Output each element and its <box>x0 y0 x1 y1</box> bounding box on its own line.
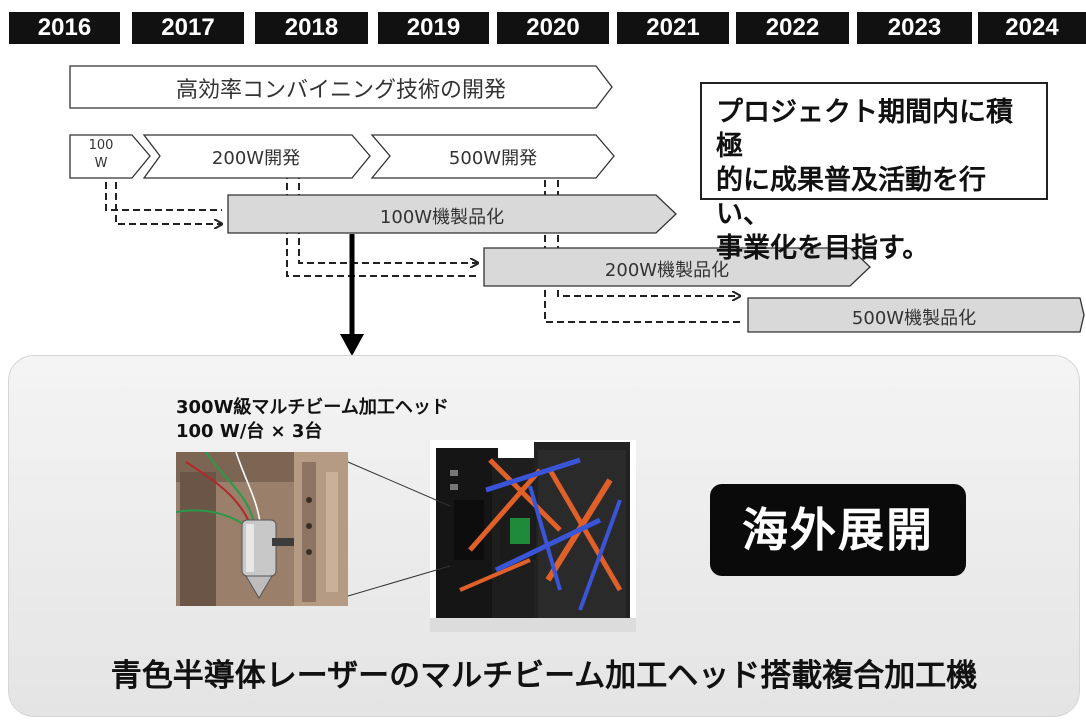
year-2019: 2019 <box>378 12 489 44</box>
combining-dev-arrow <box>69 65 613 109</box>
dashed-arrow-icon <box>115 182 222 224</box>
dev-500w-arrow <box>370 134 615 179</box>
head-spec-line2: 100 W/台 × 3台 <box>176 421 323 442</box>
dev-100w-label: 100 W <box>72 137 130 173</box>
year-2024: 2024 <box>978 12 1086 44</box>
dashed-arrow-icon <box>298 172 478 263</box>
year-2022: 2022 <box>736 12 849 44</box>
dev-200w-label: 200W開発 <box>211 148 301 169</box>
goal-line-3: 事業化を目指す。 <box>716 233 930 264</box>
dev-200w-arrow <box>142 134 371 179</box>
combining-dev-label: 高効率コンバイニング技術の開発 <box>175 78 506 103</box>
head-spec-line1: 300W級マルチビーム加工ヘッド <box>176 397 449 418</box>
head-spec: 300W級マルチビーム加工ヘッド 100 W/台 × 3台 <box>176 396 449 444</box>
year-2016: 2016 <box>9 12 120 44</box>
dev-100w-label-line1: 100 <box>88 138 114 153</box>
year-2020: 2020 <box>497 12 609 44</box>
dev-100w-arrow <box>69 134 151 179</box>
year-2017: 2017 <box>132 12 244 44</box>
processing-machine-photo <box>430 440 636 632</box>
goal-box: プロジェクト期間内に積極 的に成果普及活動を行い、 事業化を目指す。 <box>700 82 1048 264</box>
prod-500w-arrow <box>747 297 1085 333</box>
dev-500w-label: 500W開発 <box>448 148 538 169</box>
year-2021: 2021 <box>617 12 729 44</box>
year-2018: 2018 <box>255 12 368 44</box>
prod-100w-arrow <box>227 194 677 234</box>
goal-line-2: 的に成果普及活動を行い、 <box>716 165 986 230</box>
prod-500w-label: 500W機製品化 <box>851 308 977 329</box>
overseas-expansion-badge: 海外展開 <box>710 484 966 576</box>
processing-head-photo <box>176 452 348 606</box>
goal-line-1: プロジェクト期間内に積極 <box>716 97 1013 162</box>
prod-200w-arrow <box>483 247 871 287</box>
year-2023: 2023 <box>857 12 972 44</box>
down-arrow-icon <box>340 334 364 356</box>
prod-200w-label: 200W機製品化 <box>604 260 730 281</box>
prod-100w-label: 100W機製品化 <box>379 207 505 228</box>
dev-100w-label-line2: W <box>94 156 108 171</box>
dashed-arrow-icon <box>105 182 222 211</box>
machine-caption: 青色半導体レーザーのマルチビーム加工ヘッド搭載複合加工機 <box>110 658 978 694</box>
